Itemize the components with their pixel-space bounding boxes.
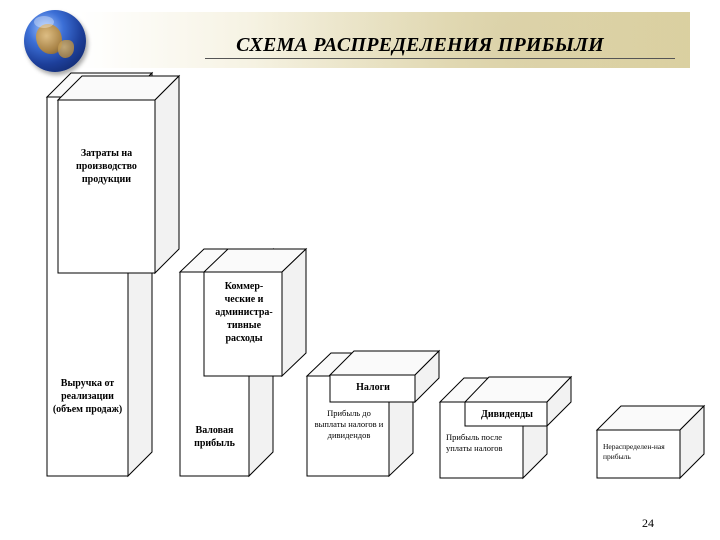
- title-underline: [205, 58, 675, 59]
- title-band: [80, 12, 690, 68]
- box-commercial-admin: [202, 247, 308, 378]
- label-production-costs: Затраты на производство продукции: [76, 148, 137, 185]
- label-commercial-admin: Коммер-ческие и администра-тивные расход…: [215, 281, 273, 344]
- label-gross-profit: Валовая прибыль: [194, 425, 235, 449]
- page-number: 24: [642, 516, 654, 530]
- box-taxes: [328, 349, 441, 404]
- box-retained: [595, 404, 706, 480]
- label-taxes: Налоги: [356, 382, 390, 393]
- box-production-costs: [56, 74, 181, 275]
- page-title: СХЕМА РАСПРЕДЕЛЕНИЯ ПРИБЫЛИ: [236, 34, 604, 56]
- label-profit-before: Прибыль до выплаты налогов и дивидендов: [314, 408, 384, 440]
- label-retained: Нераспределен-ная прибыль: [603, 442, 665, 461]
- label-revenue: Выручка от реализации (объем продаж): [52, 378, 123, 415]
- label-dividends: Дивиденды: [481, 409, 533, 420]
- label-profit-after: Прибыль после уплаты налогов: [446, 432, 503, 453]
- globe-icon: [24, 10, 86, 72]
- box-dividends: [463, 375, 573, 428]
